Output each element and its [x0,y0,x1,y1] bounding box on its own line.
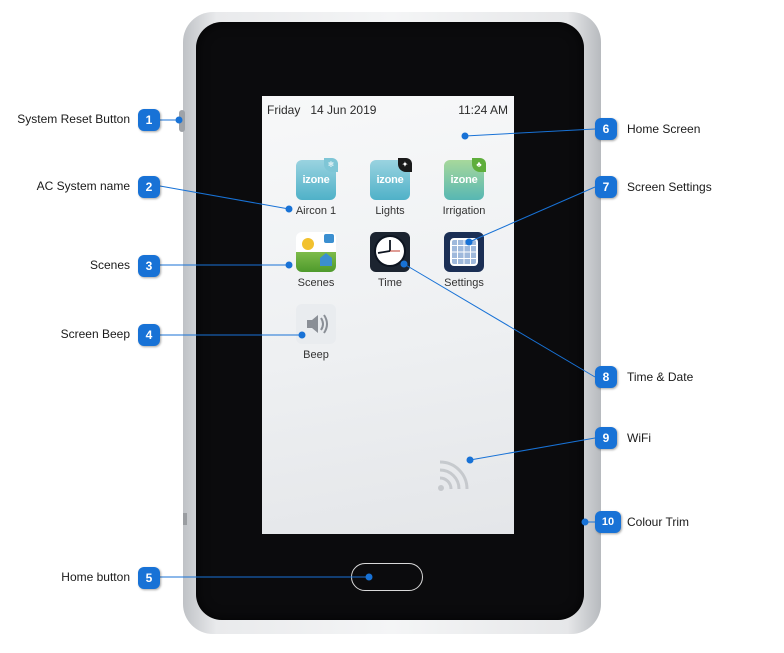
bulb-icon: ✦ [398,158,412,172]
app-label: Scenes [297,277,335,289]
callout-label-3: Scenes [89,258,130,272]
app-aircon[interactable]: izone ❄ Aircon 1 [278,158,354,217]
callout-badge-7: 7 [595,176,617,198]
app-label: Beep [303,349,329,361]
speaker-icon [296,304,336,344]
callout-badge-9: 9 [595,427,617,449]
izone-logo-text: izone [302,174,330,186]
callout-label-4: Screen Beep [60,327,130,341]
sprout-icon: ♣ [472,158,486,172]
izone-logo-text: izone [376,174,404,186]
scenes-icon [296,232,336,272]
callout-label-2: AC System name [36,179,130,193]
izone-aircon-icon: izone ❄ [296,158,338,200]
app-irrigation[interactable]: izone ♣ Irrigation [426,158,502,217]
app-time[interactable]: Time [352,232,428,289]
app-label: Settings [444,277,484,289]
callout-badge-2: 2 [138,176,160,198]
app-settings[interactable]: Settings [426,232,502,289]
home-button[interactable] [351,563,423,591]
callout-label-5: Home button [61,570,130,584]
status-date-value: 14 Jun 2019 [310,103,377,117]
callout-label-10: Colour Trim [627,515,690,529]
app-label: Irrigation [442,205,486,217]
scenes-graphic [302,234,334,266]
callout-badge-10: 10 [595,511,621,533]
callout-label-8: Time & Date [627,370,694,384]
izone-lights-icon: izone ✦ [370,158,412,200]
izone-irrigation-icon: izone ♣ [444,158,486,200]
app-label: Aircon 1 [295,205,337,217]
status-time: 11:24 AM [458,103,508,117]
settings-grid-icon [444,232,484,272]
app-beep[interactable]: Beep [278,304,354,361]
app-label: Lights [375,205,405,217]
callout-badge-1: 1 [138,109,160,131]
callout-badge-5: 5 [138,567,160,589]
callout-badge-8: 8 [595,366,617,388]
home-screen: Friday 14 Jun 2019 11:24 AM izone ❄ Airc… [262,96,514,534]
callout-label-9: WiFi [627,431,651,445]
callout-badge-4: 4 [138,324,160,346]
status-date: Friday 14 Jun 2019 [267,103,376,117]
side-notch-left [183,513,187,525]
callout-label-6: Home Screen [627,122,701,136]
izone-logo-text: izone [450,174,478,186]
settings-graphic [450,238,478,266]
clock-graphic [374,235,406,267]
system-reset-button[interactable] [179,110,185,132]
clock-icon [370,232,410,272]
app-label: Time [377,277,403,289]
speaker-graphic [307,314,328,334]
callout-label-1: System Reset Button [17,112,130,126]
app-lights[interactable]: izone ✦ Lights [352,158,428,217]
wifi-icon [438,460,469,491]
snowflake-icon: ❄ [324,158,338,172]
app-scenes[interactable]: Scenes [278,232,354,289]
callout-label-7: Screen Settings [627,180,712,194]
status-day: Friday [267,103,301,117]
callout-badge-3: 3 [138,255,160,277]
callout-badge-6: 6 [595,118,617,140]
